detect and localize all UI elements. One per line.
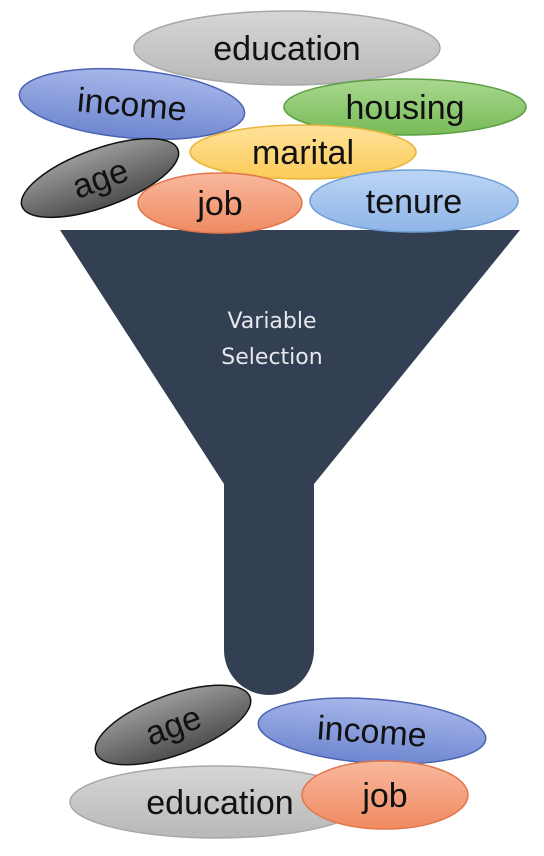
funnel-label-line2: Selection <box>221 345 322 370</box>
input-variables: education income housing marital age job… <box>18 10 527 234</box>
input-marital: marital <box>189 124 417 180</box>
input-education-label: education <box>213 30 360 68</box>
output-job: job <box>301 760 469 830</box>
input-income: income <box>18 67 246 141</box>
input-housing: housing <box>283 78 527 136</box>
input-housing-label: housing <box>345 89 464 127</box>
funnel-label-line1: Variable <box>227 309 316 334</box>
input-tenure-label: tenure <box>366 183 462 221</box>
output-education-label: education <box>146 784 293 822</box>
output-education: education <box>69 765 365 839</box>
input-marital-label: marital <box>252 134 354 172</box>
output-job-label: job <box>361 777 407 815</box>
input-age: age <box>20 137 180 219</box>
input-education: education <box>133 10 441 86</box>
input-job: job <box>137 172 303 234</box>
funnel-shape <box>60 230 520 695</box>
output-income: income <box>257 697 487 765</box>
input-tenure: tenure <box>309 169 519 233</box>
input-job-label: job <box>196 185 242 223</box>
funnel: Variable Selection <box>60 230 520 695</box>
output-income-label: income <box>316 709 428 755</box>
output-age: age <box>94 684 252 766</box>
output-variables: age income education job <box>69 684 487 839</box>
